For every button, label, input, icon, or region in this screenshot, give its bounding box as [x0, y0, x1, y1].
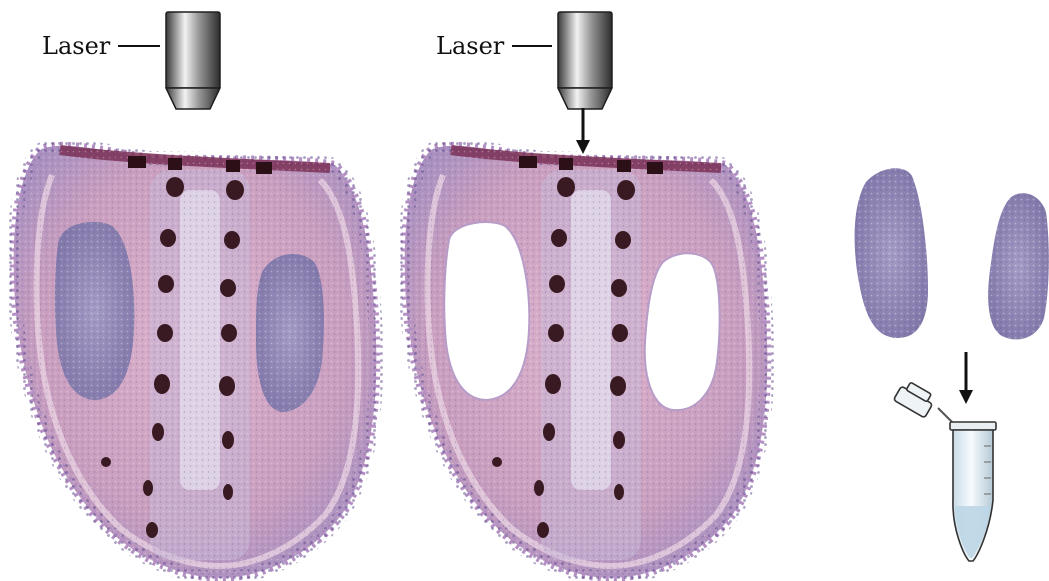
cut-region-right — [645, 253, 720, 410]
down-arrow-icon — [576, 108, 590, 154]
panel-right — [855, 168, 1049, 561]
cut-region-left — [444, 222, 529, 400]
tissue-section-dissected — [405, 146, 768, 578]
laser-objective-icon — [166, 12, 220, 109]
captured-tissue-left — [855, 168, 928, 338]
laser-label-left: Laser — [42, 32, 111, 60]
captured-tissue-right — [988, 193, 1049, 339]
panel-left: Laser — [14, 12, 377, 578]
tissue-section-intact — [14, 146, 377, 578]
down-arrow-icon — [959, 352, 973, 404]
laser-label-middle: Laser — [436, 32, 505, 60]
laser-objective-icon — [558, 12, 612, 109]
panel-middle: Laser — [405, 12, 768, 578]
microcentrifuge-tube-icon — [893, 379, 996, 561]
